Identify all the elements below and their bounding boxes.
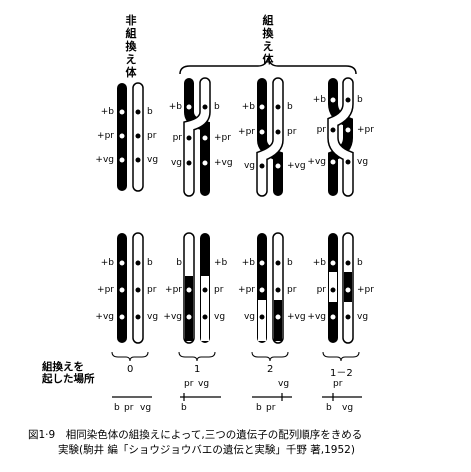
gene-label: +b bbox=[214, 258, 228, 268]
gene-label: +pr bbox=[97, 285, 114, 295]
gene-label: +vg bbox=[307, 312, 326, 322]
column-number: 1 bbox=[194, 364, 201, 375]
gene-label: +b bbox=[168, 102, 182, 112]
gene-label: vg bbox=[147, 312, 159, 322]
gene-label: +vg bbox=[95, 312, 114, 322]
gene-label: +pr bbox=[238, 285, 255, 295]
col1-brace bbox=[178, 351, 216, 362]
gene-label: +pr bbox=[165, 285, 182, 295]
gene-label: +pr bbox=[97, 131, 114, 141]
col12-brace bbox=[322, 351, 360, 362]
map-label: b bbox=[256, 403, 262, 413]
map-label: vg bbox=[278, 379, 290, 389]
map-label: b bbox=[181, 403, 187, 413]
map-label: pr bbox=[124, 403, 134, 413]
gene-label: b bbox=[147, 258, 153, 268]
col0-bottom-pair bbox=[117, 232, 144, 344]
gene-label: vg bbox=[214, 312, 226, 322]
gene-label: +pr bbox=[238, 127, 255, 137]
col1-top-pair bbox=[183, 77, 211, 197]
gene-label: +b bbox=[312, 95, 326, 105]
map-label: pr bbox=[333, 379, 343, 389]
gene-label: +vg bbox=[287, 161, 306, 171]
gene-label: +vg bbox=[163, 312, 182, 322]
gene-label: pr bbox=[172, 133, 182, 143]
gene-label: pr bbox=[287, 285, 297, 295]
gene-label: pr bbox=[147, 285, 157, 295]
gene-label: +vg bbox=[95, 155, 114, 165]
recombinant-label: 組換え体 bbox=[262, 14, 274, 66]
gene-label: vg bbox=[147, 155, 159, 165]
gene-label: vg bbox=[243, 161, 255, 171]
gene-label: b bbox=[287, 102, 293, 112]
map-label: pr bbox=[266, 403, 276, 413]
gene-label: vg bbox=[357, 312, 369, 322]
gene-label: +vg bbox=[214, 158, 233, 168]
gene-label: pr bbox=[214, 285, 224, 295]
gene-label: +b bbox=[100, 107, 114, 117]
gene-label: pr bbox=[287, 127, 297, 137]
gene-label: b bbox=[176, 258, 182, 268]
gene-label: +pr bbox=[357, 285, 374, 295]
gene-label: b bbox=[357, 258, 363, 268]
col2-brace bbox=[251, 351, 289, 362]
gene-label: +b bbox=[241, 102, 255, 112]
column-number: 2 bbox=[267, 364, 274, 375]
col2-top-pair bbox=[256, 77, 284, 197]
column-number: 0 bbox=[127, 364, 134, 375]
gene-label: vg bbox=[243, 312, 255, 322]
gene-label: vg bbox=[357, 157, 369, 167]
non-recombinant-label: 非組換え体 bbox=[125, 14, 137, 79]
map-label: vg bbox=[198, 379, 210, 389]
gene-label: +b bbox=[100, 258, 114, 268]
col0-top-pair bbox=[117, 82, 144, 192]
gene-label: b bbox=[214, 102, 220, 112]
gene-label: pr bbox=[316, 285, 326, 295]
col0-brace bbox=[111, 351, 149, 362]
gene-label: pr bbox=[147, 131, 157, 141]
map-label: pr bbox=[184, 379, 194, 389]
col12-bottom-pair bbox=[328, 232, 354, 344]
gene-label: +pr bbox=[214, 133, 231, 143]
col2-bottom-pair bbox=[257, 232, 284, 344]
map-label: vg bbox=[342, 403, 354, 413]
recombinant-brace bbox=[179, 57, 357, 75]
gene-label: +pr bbox=[357, 125, 374, 135]
gene-label: vg bbox=[170, 158, 182, 168]
column-number: 1－2 bbox=[330, 368, 353, 379]
figure-caption-line1: 図1·9 相同染色体の組換えによって,三つの遺伝子の配列順序をきめる bbox=[28, 429, 363, 441]
col1-bottom-pair bbox=[183, 232, 210, 344]
figure-caption-line2: 実験(駒井 編「ショウジョウバエの遺伝と実験」千野 著,1952) bbox=[58, 444, 355, 456]
gene-label: b bbox=[147, 107, 153, 117]
gene-label: +b bbox=[241, 258, 255, 268]
gene-label: pr bbox=[316, 125, 326, 135]
gene-label: +vg bbox=[287, 312, 306, 322]
col12-top-pair bbox=[327, 77, 354, 197]
map-label: vg bbox=[140, 403, 152, 413]
map-label: b bbox=[326, 403, 332, 413]
gene-label: +vg bbox=[307, 157, 326, 167]
gene-label: b bbox=[287, 258, 293, 268]
map-label: b bbox=[114, 403, 120, 413]
gene-label: +b bbox=[312, 258, 326, 268]
gene-label: b bbox=[357, 95, 363, 105]
crossover-site-label: 組換えを 起した場所 bbox=[42, 361, 95, 385]
